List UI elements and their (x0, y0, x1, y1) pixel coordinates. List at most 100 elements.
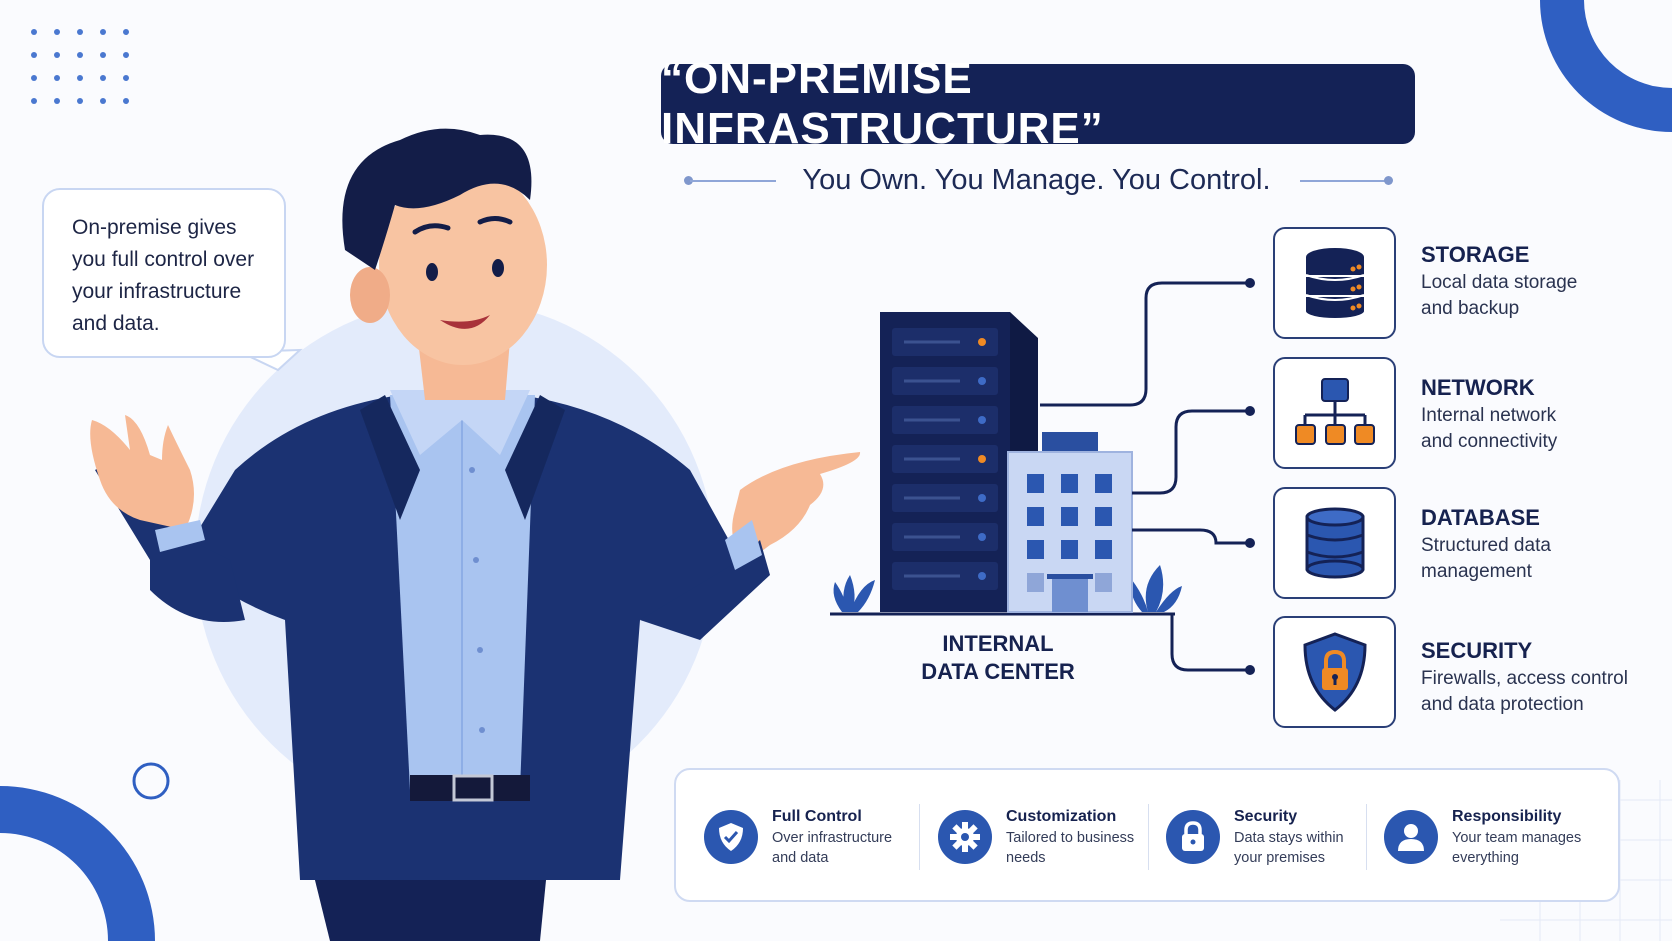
building-window (1095, 540, 1112, 559)
subtitle-dot-right (1384, 176, 1393, 185)
feature-desc-line-2: and connectivity (1421, 431, 1558, 452)
speech-bubble: On-premise gives you full control over y… (42, 188, 286, 358)
benefit-desc-line-1: Over infrastructure (772, 830, 893, 846)
rack-led (978, 338, 986, 346)
database-cylinder-icon (1305, 507, 1364, 579)
building-window (1027, 573, 1044, 592)
building-window (1061, 507, 1078, 526)
building-window (1095, 573, 1112, 592)
rack-led (978, 494, 986, 502)
feature-desc-line-2: management (1421, 561, 1532, 582)
page-title-text: “ON-PREMISE INFRASTRUCTURE” (661, 54, 1104, 153)
benefit-desc-line-1: Data stays within (1234, 830, 1344, 846)
padlock-icon (1166, 810, 1220, 864)
decor-dot (31, 98, 37, 104)
feature-desc-line-2: and data protection (1421, 694, 1584, 715)
feature-storage: STORAGE Local data storage and backup (1421, 240, 1661, 322)
decor-dot (123, 98, 129, 104)
feature-title: STORAGE (1421, 242, 1530, 267)
decor-dot (54, 98, 60, 104)
database-stack-icon (1305, 248, 1364, 318)
benefit-responsibility: Responsibility Your team manages everyth… (1384, 770, 1581, 904)
decor-dot (100, 52, 106, 58)
benefit-title: Responsibility (1452, 808, 1562, 825)
building-window (1027, 540, 1044, 559)
data-center-illustration (830, 312, 1182, 616)
decor-dot (123, 75, 129, 81)
presenter-person (90, 128, 861, 941)
decor-dot (54, 52, 60, 58)
benefit-full-control: Full Control Over infrastructure and dat… (704, 770, 892, 904)
benefits-panel: Full Control Over infrastructure and dat… (674, 768, 1620, 902)
shield-check-icon (704, 810, 758, 864)
benefit-desc-line-2: needs (1006, 850, 1046, 866)
benefit-desc-line-1: Your team manages (1452, 830, 1582, 846)
subtitle-line-right (1300, 180, 1386, 182)
feature-desc-line-1: Firewalls, access control (1421, 668, 1628, 689)
building-window (1027, 474, 1044, 493)
speech-line-4: and data. (72, 312, 160, 335)
data-center-label-line-1: INTERNAL (942, 631, 1054, 656)
feature-desc-line-1: Structured data (1421, 535, 1551, 556)
corner-arc-top-right (1540, 0, 1672, 132)
rack-led (978, 416, 986, 424)
decor-dot (100, 98, 106, 104)
feature-security: SECURITY Firewalls, access control and d… (1421, 636, 1661, 718)
rack-led (978, 572, 986, 580)
decor-dot (77, 29, 83, 35)
decor-dot (77, 98, 83, 104)
divider (919, 804, 920, 870)
benefit-desc-line-2: and data (772, 850, 829, 866)
building-window (1027, 507, 1044, 526)
decor-dot (31, 29, 37, 35)
building-window (1061, 540, 1078, 559)
benefit-security: Security Data stays within your premises (1166, 770, 1344, 904)
decor-dot (100, 75, 106, 81)
building-window (1061, 474, 1078, 493)
storage-icon-box (1273, 227, 1396, 339)
building-window (1095, 474, 1112, 493)
ring-decoration (132, 762, 170, 800)
decor-dot (77, 52, 83, 58)
benefit-desc-line-2: everything (1452, 850, 1519, 866)
benefit-title: Full Control (772, 808, 862, 825)
building-window (1095, 507, 1112, 526)
feature-desc-line-2: and backup (1421, 298, 1520, 319)
decor-dot (31, 52, 37, 58)
rack-led (978, 533, 986, 541)
data-center-label-line-2: DATA CENTER (921, 659, 1075, 684)
decor-dot (100, 29, 106, 35)
gear-icon (938, 810, 992, 864)
speech-line-1: On-premise gives (72, 216, 237, 239)
shield-lock-icon (1302, 632, 1367, 712)
feature-title: NETWORK (1421, 375, 1535, 400)
rack-led (978, 377, 986, 385)
decor-dot (77, 75, 83, 81)
subtitle-line-left (690, 180, 776, 182)
speech-line-3: your infrastructure (72, 280, 242, 303)
dot-grid-decoration (31, 29, 129, 104)
feature-title: DATABASE (1421, 505, 1540, 530)
subtitle-row: You Own. You Manage. You Control. (680, 156, 1393, 204)
benefit-desc-line-1: Tailored to business (1006, 830, 1135, 846)
feature-title: SECURITY (1421, 638, 1533, 663)
decor-dot (123, 52, 129, 58)
feature-desc-line-1: Internal network (1421, 405, 1557, 426)
feature-desc-line-1: Local data storage (1421, 272, 1578, 293)
divider (1148, 804, 1149, 870)
benefit-desc-line-2: your premises (1234, 850, 1326, 866)
user-icon (1384, 810, 1438, 864)
data-center-label: INTERNAL DATA CENTER (888, 630, 1108, 686)
connector-lines (1040, 281, 1250, 672)
decor-dot (54, 29, 60, 35)
subtitle-text: You Own. You Manage. You Control. (802, 163, 1271, 196)
database-icon-box (1273, 487, 1396, 599)
decor-dot (31, 75, 37, 81)
speech-line-2: you full control over (72, 248, 255, 271)
decor-dot (54, 75, 60, 81)
benefit-title: Customization (1006, 808, 1117, 825)
divider (1366, 804, 1367, 870)
page-title: “ON-PREMISE INFRASTRUCTURE” (661, 54, 1415, 153)
decor-dot (123, 29, 129, 35)
